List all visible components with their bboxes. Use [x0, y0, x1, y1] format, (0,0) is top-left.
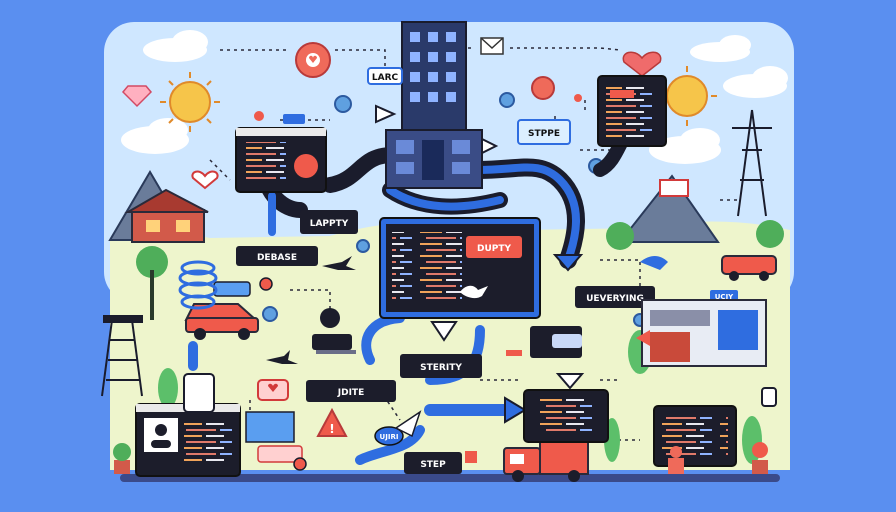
gear-icon: [262, 306, 278, 322]
sun-icon: [160, 72, 220, 132]
gear-icon: [499, 92, 515, 108]
chat-bubble-icon: [257, 379, 289, 401]
cloud-icon: [121, 118, 189, 154]
code-window[interactable]: [235, 127, 327, 193]
red-chip: [465, 451, 477, 463]
tag-jdite[interactable]: JDITE: [306, 380, 396, 402]
lock-icon: [761, 387, 777, 407]
tag-larc-label: LARC: [372, 73, 399, 83]
shop-building: [641, 299, 767, 367]
tag-ucjy-label: UCJY: [715, 293, 734, 301]
tag-uevering[interactable]: UEVERYING: [575, 286, 655, 308]
blue-chip[interactable]: [213, 281, 251, 297]
chat-card: [245, 411, 295, 443]
gear-icon: [356, 239, 370, 253]
tag-ujiri[interactable]: UJIRI: [374, 426, 404, 446]
tag-stype-label: STPPE: [528, 129, 560, 139]
arrow-icon: [636, 330, 650, 346]
server-building: [385, 21, 483, 189]
tag-sterity-label: STERITY: [420, 363, 462, 373]
mountain: [617, 174, 720, 243]
gem-icon: [121, 85, 153, 108]
gear-icon: [531, 76, 555, 100]
arrow-icon: [504, 396, 527, 424]
tag-debase-label: DEBASE: [257, 253, 297, 263]
tag-uevering-label: UEVERYING: [586, 294, 644, 304]
phone-icon: [183, 373, 215, 413]
status-dot: [259, 277, 273, 291]
power-tower: [732, 109, 772, 217]
tag-debase[interactable]: DEBASE: [236, 246, 318, 266]
baseline: [120, 474, 780, 482]
cloud-icon: [143, 30, 208, 62]
arrow-icon: [375, 104, 397, 124]
house: [124, 188, 209, 243]
tag-larc[interactable]: LARC: [367, 67, 403, 85]
tag-blank: [283, 114, 305, 124]
main-monitor[interactable]: DUPTY: [379, 217, 541, 319]
car-icon: [184, 303, 259, 340]
tag-ujiri-label: UJIRI: [380, 433, 399, 441]
chat-card: [257, 445, 303, 463]
status-dot: [254, 111, 264, 121]
potted-plant: [113, 442, 768, 474]
mini-panel[interactable]: [530, 326, 582, 358]
profile-window[interactable]: [135, 403, 241, 477]
person-at-laptop: [312, 308, 356, 354]
person: [668, 446, 684, 474]
car-icon: [721, 255, 777, 281]
tag-step-label: STEP: [420, 460, 446, 470]
tag-stype[interactable]: STPPE: [517, 119, 571, 145]
arrow-icon: [552, 254, 584, 272]
plane-icon: [266, 350, 298, 364]
ladder: [101, 315, 143, 397]
tag-jdite-label: JDITE: [337, 388, 364, 398]
arrow-icon: [430, 321, 458, 342]
rocket-icon: [394, 410, 422, 438]
cloud-icon: [690, 35, 751, 62]
mail-icon: [480, 37, 504, 55]
red-chip: [506, 350, 522, 356]
cloud-icon: [723, 66, 788, 98]
ground: [110, 221, 790, 470]
heart-icon: [191, 170, 219, 190]
cable-coil: [178, 260, 218, 310]
warning-mark: !: [329, 422, 334, 436]
gear-icon: [334, 95, 352, 113]
truck-icon: [503, 439, 589, 482]
status-dot: [574, 94, 582, 102]
main-monitor-button-label: DUPTY: [477, 244, 512, 254]
bird-icon: [640, 256, 668, 270]
tag-lapty-label: LAPPTY: [310, 219, 349, 229]
tree: [136, 246, 168, 320]
status-dot: [293, 457, 307, 471]
warning-icon: [316, 407, 348, 437]
tag-sterity[interactable]: STERITY: [400, 354, 482, 378]
arrow-icon: [555, 373, 585, 390]
phone-window[interactable]: [597, 75, 667, 147]
gear-icon: [295, 42, 331, 78]
code-window[interactable]: [653, 405, 737, 467]
signboard: [659, 179, 689, 197]
tag-step[interactable]: STEP: [404, 452, 462, 474]
code-window[interactable]: [523, 389, 609, 443]
cloud-icon: [649, 128, 721, 164]
tag-lapty[interactable]: LAPPTY: [300, 210, 358, 234]
plane-icon: [322, 256, 356, 270]
tree: [606, 220, 784, 250]
